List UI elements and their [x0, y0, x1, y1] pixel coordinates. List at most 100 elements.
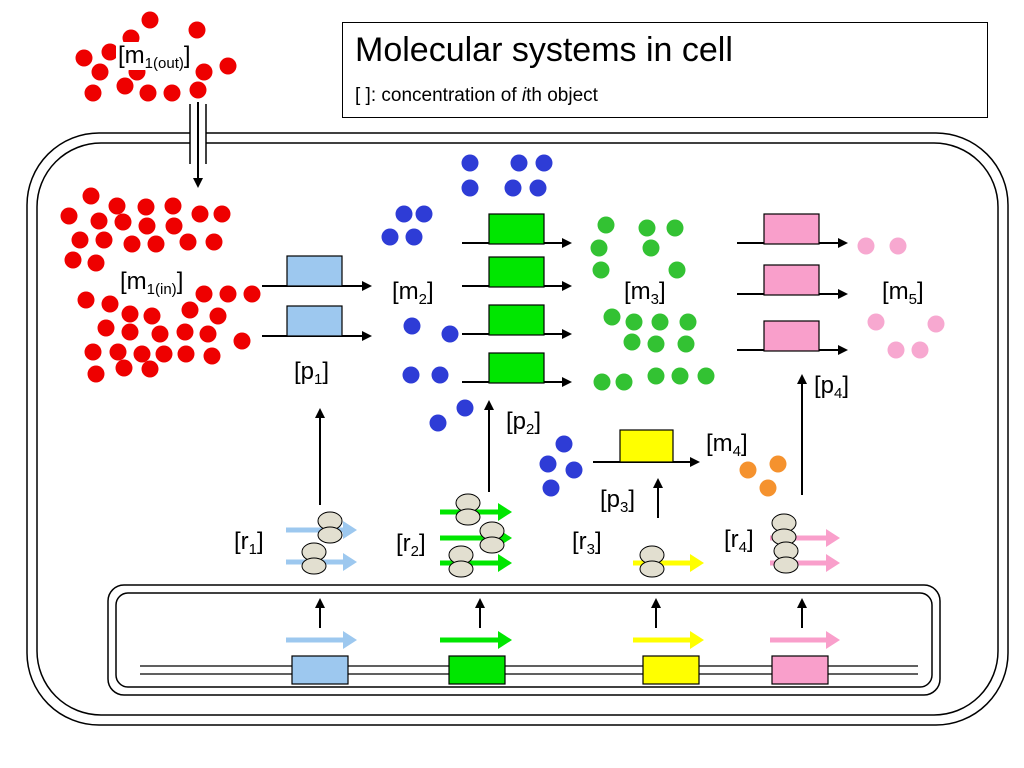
- molecule-m2-dot: [405, 228, 423, 246]
- gene-p4-box: [771, 655, 829, 685]
- enzyme-p4-box: [763, 264, 820, 296]
- transcript-p2-arrowhead: [498, 554, 512, 572]
- molecule-m1-dot: [91, 63, 109, 81]
- molecule-m2-dot: [565, 461, 583, 479]
- molecule-m1-dot: [82, 187, 100, 205]
- gene-p2-box: [448, 655, 506, 685]
- label-m1-out: [m1(out)]: [116, 42, 193, 72]
- molecule-m1-dot: [109, 343, 127, 361]
- molecule-m3-dot: [625, 313, 643, 331]
- label-m4: [m4]: [706, 430, 748, 460]
- ribosome: [301, 542, 327, 575]
- molecule-m1-dot: [97, 319, 115, 337]
- label-r4: [r4]: [724, 526, 754, 556]
- molecule-m5-dot: [867, 313, 885, 331]
- molecule-m3-dot: [647, 367, 665, 385]
- molecule-m1-dot: [114, 213, 132, 231]
- molecule-m2-dot: [504, 179, 522, 197]
- molecule-m3-dot: [666, 219, 684, 237]
- cell-membrane-inner: [36, 142, 999, 716]
- molecule-m1-dot: [179, 233, 197, 251]
- label-m3: [m3]: [622, 278, 668, 308]
- transcript-p1-arrowhead: [343, 631, 357, 649]
- label-m5: [m5]: [880, 278, 926, 308]
- ribosome: [455, 493, 481, 526]
- enzyme-p1-box: [286, 305, 343, 337]
- molecule-m1-dot: [141, 11, 159, 29]
- molecule-m1-dot: [84, 343, 102, 361]
- transcript-p3-arrowhead: [690, 631, 704, 649]
- molecule-m1-dot: [108, 197, 126, 215]
- molecule-m1-dot: [87, 254, 105, 272]
- molecule-m4-dot: [759, 479, 777, 497]
- molecule-m4-dot: [739, 461, 757, 479]
- cell-membrane-outer: [26, 132, 1009, 726]
- molecule-m1-dot: [147, 235, 165, 253]
- label-p2: [p2]: [506, 408, 542, 438]
- molecule-m1-dot: [138, 217, 156, 235]
- molecule-m1-dot: [133, 345, 151, 363]
- molecule-m3-dot: [668, 261, 686, 279]
- molecule-m1-dot: [60, 207, 78, 225]
- molecule-m5-dot: [927, 315, 945, 333]
- molecule-m1-dot: [219, 57, 237, 75]
- molecule-m2-dot: [529, 179, 547, 197]
- transcript-p2-arrowhead: [498, 631, 512, 649]
- molecule-m3-dot: [697, 367, 715, 385]
- molecule-m3-dot: [679, 313, 697, 331]
- molecule-m1-dot: [164, 197, 182, 215]
- molecule-m1-dot: [176, 323, 194, 341]
- genome-region-outer: [107, 584, 941, 696]
- molecule-m1-dot: [75, 49, 93, 67]
- molecule-m2-dot: [510, 154, 528, 172]
- molecule-m2-dot: [555, 435, 573, 453]
- ribosome: [448, 545, 474, 578]
- ribosome: [317, 511, 343, 544]
- enzyme-p1-box: [286, 255, 343, 287]
- molecule-m1-dot: [191, 205, 209, 223]
- molecule-m5-dot: [911, 341, 929, 359]
- molecule-m1-dot: [188, 21, 206, 39]
- molecule-m1-dot: [87, 365, 105, 383]
- label-m2: [m2]: [390, 278, 436, 308]
- molecule-m1-dot: [189, 81, 207, 99]
- molecule-m1-dot: [181, 301, 199, 319]
- enzyme-p2-box: [488, 256, 545, 288]
- molecule-m1-dot: [101, 295, 119, 313]
- molecule-m1-dot: [101, 43, 119, 61]
- transcript-p3-arrowhead: [690, 554, 704, 572]
- label-p4: [p4]: [814, 372, 850, 402]
- molecule-m3-dot: [642, 239, 660, 257]
- molecule-m1-dot: [71, 231, 89, 249]
- molecule-m1-dot: [209, 307, 227, 325]
- molecule-m5-dot: [857, 237, 875, 255]
- enzyme-p2-box: [488, 213, 545, 245]
- molecule-m5-dot: [889, 237, 907, 255]
- enzyme-p4-box: [763, 213, 820, 245]
- molecule-m3-dot: [615, 373, 633, 391]
- molecule-m1-dot: [137, 198, 155, 216]
- molecule-m1-dot: [203, 347, 221, 365]
- subtitle-italic: i: [521, 85, 527, 106]
- molecule-m1-dot: [195, 63, 213, 81]
- molecule-m5-dot: [887, 341, 905, 359]
- molecule-m2-dot: [456, 399, 474, 417]
- ribosome: [771, 513, 797, 546]
- label-m1-in: [m1(in)]: [118, 268, 186, 298]
- molecule-m1-dot: [199, 325, 217, 343]
- molecule-m1-dot: [121, 305, 139, 323]
- molecule-m1-dot: [243, 285, 261, 303]
- molecule-m3-dot: [592, 261, 610, 279]
- molecule-m2-dot: [402, 366, 420, 384]
- label-r3: [r3]: [572, 528, 602, 558]
- molecule-m3-dot: [590, 239, 608, 257]
- molecule-m2-dot: [542, 479, 560, 497]
- ribosome: [479, 521, 505, 554]
- enzyme-p2-box: [488, 352, 545, 384]
- molecule-m2-dot: [461, 154, 479, 172]
- enzyme-p3-box: [619, 429, 674, 463]
- molecule-m3-dot: [638, 219, 656, 237]
- molecule-m1-dot: [116, 77, 134, 95]
- molecule-m1-dot: [177, 345, 195, 363]
